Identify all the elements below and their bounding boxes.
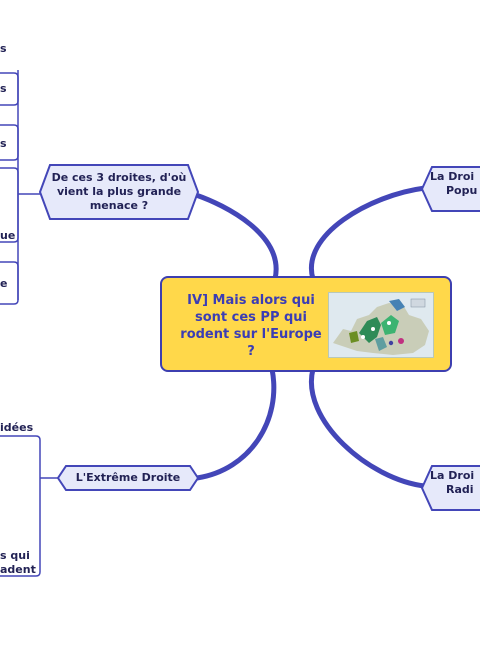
extreme-child-1[interactable]: idées — [0, 421, 34, 434]
branch-radicale — [308, 366, 428, 489]
menace-child-5[interactable]: e — [0, 277, 8, 290]
topic-droite-populiste[interactable]: La Droi Popu — [426, 170, 480, 208]
child-bracket-4 — [0, 261, 19, 305]
menace-child-2[interactable]: s — [0, 82, 7, 95]
central-topic[interactable]: IV] Mais alors qui sont ces PP qui roden… — [160, 276, 452, 372]
extreme-child-3[interactable]: adent — [0, 563, 36, 576]
topic-droite-radicale[interactable]: La Droi Radi — [426, 469, 480, 507]
topic-menace-shape — [38, 164, 200, 220]
topic-menace-label: De ces 3 droites, d'où vient la plus gra… — [51, 171, 187, 212]
central-title: IV] Mais alors qui sont ces PP qui roden… — [180, 293, 322, 359]
europe-map-icon — [328, 292, 434, 358]
topic-radicale-line1: La Droi — [430, 469, 475, 482]
child-bracket-extreme — [0, 435, 41, 577]
topic-radicale-line2: Radi — [446, 483, 474, 496]
child-bracket-2 — [0, 124, 19, 161]
topic-populiste-line2: Popu — [446, 184, 478, 197]
topic-radicale-shape — [420, 465, 480, 511]
child-bracket-1 — [0, 72, 19, 106]
branch-populiste — [308, 185, 428, 282]
topic-extreme-shape — [56, 465, 200, 491]
topic-populiste-shape — [420, 166, 480, 212]
topic-menace[interactable]: De ces 3 droites, d'où vient la plus gra… — [44, 165, 194, 219]
topic-extreme-droite-label: L'Extrême Droite — [75, 471, 181, 484]
child-bracket-3 — [0, 167, 19, 243]
branch-menace — [193, 192, 279, 282]
topic-populiste-line1: La Droi — [430, 170, 475, 183]
branch-extreme — [194, 366, 277, 481]
extreme-child-2[interactable]: s qui — [0, 549, 30, 562]
topic-extreme-droite[interactable]: L'Extrême Droite — [60, 466, 196, 490]
menace-child-4[interactable]: ue — [0, 229, 16, 242]
menace-child-1[interactable]: s — [0, 42, 7, 55]
menace-child-3[interactable]: s — [0, 137, 7, 150]
